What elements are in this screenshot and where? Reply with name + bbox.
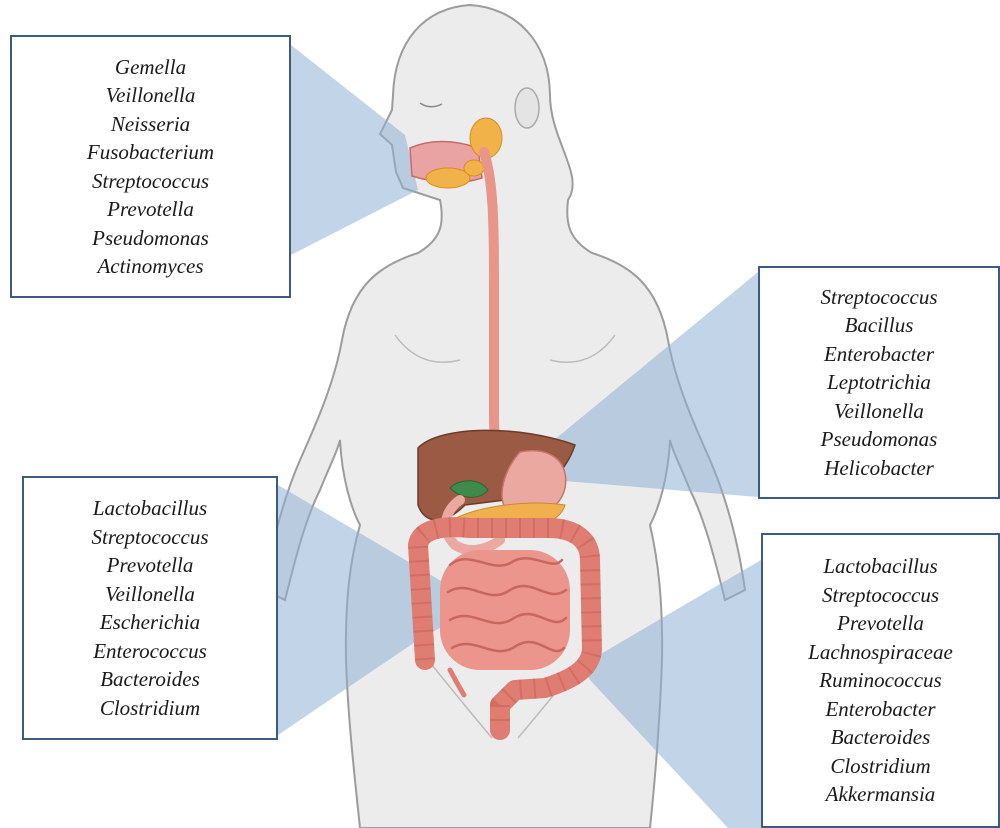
taxon: Enterococcus (93, 637, 207, 666)
taxon: Prevotella (107, 195, 194, 224)
small-intestine (440, 550, 570, 670)
taxon: Prevotella (837, 609, 924, 638)
taxon: Streptococcus (822, 581, 939, 610)
taxon: Helicobacter (824, 454, 934, 483)
taxon: Veillonella (105, 580, 195, 609)
taxon: Streptococcus (820, 283, 937, 312)
taxon: Prevotella (107, 551, 194, 580)
taxon: Clostridium (830, 752, 930, 781)
taxon: Streptococcus (91, 523, 208, 552)
taxon: Actinomyces (97, 252, 203, 281)
taxon: Lactobacillus (93, 494, 207, 523)
salivary-gland-sublingual (426, 168, 470, 188)
taxon: Enterobacter (825, 695, 935, 724)
taxon: Lactobacillus (823, 552, 937, 581)
taxon: Pseudomonas (821, 425, 938, 454)
taxon: Bacillus (845, 311, 914, 340)
taxon: Clostridium (100, 694, 200, 723)
taxon: Veillonella (106, 81, 196, 110)
taxon: Ruminococcus (819, 666, 941, 695)
label-box-small-intestine: Lactobacillus Streptococcus Prevotella V… (22, 476, 278, 740)
taxon: Enterobacter (824, 340, 934, 369)
taxon: Veillonella (834, 397, 924, 426)
taxon: Streptococcus (92, 167, 209, 196)
label-box-stomach: Streptococcus Bacillus Enterobacter Lept… (758, 266, 1000, 499)
taxon: Gemella (115, 53, 186, 82)
taxon: Pseudomonas (92, 224, 209, 253)
ear (515, 88, 539, 128)
taxon: Bacteroides (831, 723, 931, 752)
taxon: Escherichia (100, 608, 200, 637)
taxon: Bacteroides (100, 665, 200, 694)
taxon: Leptotrichia (827, 368, 931, 397)
taxon: Neisseria (111, 110, 190, 139)
taxon: Akkermansia (826, 780, 936, 809)
label-box-large-intestine: Lactobacillus Streptococcus Prevotella L… (761, 533, 1000, 828)
salivary-gland-submandibular (464, 160, 484, 176)
label-box-mouth: Gemella Veillonella Neisseria Fusobacter… (10, 35, 291, 298)
taxon: Fusobacterium (87, 138, 214, 167)
taxon: Lachnospiraceae (808, 638, 953, 667)
